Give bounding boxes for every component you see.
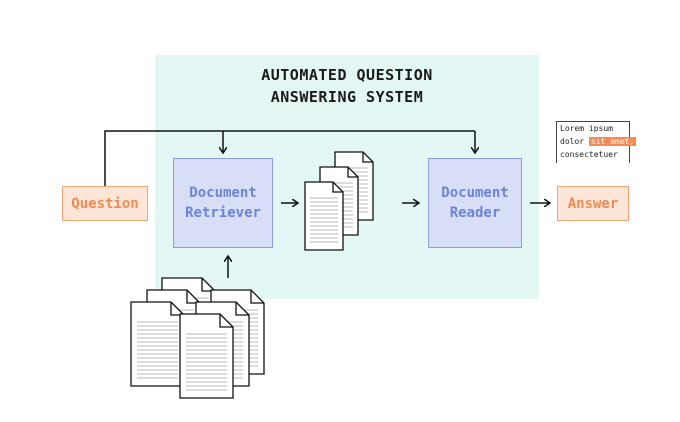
snippet-line-2: dolor sit amet, xyxy=(560,135,637,148)
reader-label-line-1: Document xyxy=(441,185,509,201)
question-node: Question xyxy=(62,186,148,221)
document-corpus-icon xyxy=(130,277,265,399)
retriever-label-line-1: Document xyxy=(189,185,257,201)
answer-label: Answer xyxy=(567,195,619,212)
retriever-label-line-2: Retriever xyxy=(185,205,261,221)
document-reader-node: Document Reader xyxy=(428,158,522,248)
answer-node: Answer xyxy=(557,186,629,221)
document-retriever-node: Document Retriever xyxy=(173,158,273,248)
retrieved-documents-icon xyxy=(304,151,374,251)
answer-snippet: Lorem ipsum dolor sit amet, consectetuer xyxy=(556,121,637,163)
title-line-2: ANSWERING SYSTEM xyxy=(270,88,424,106)
snippet-plain-text: dolor xyxy=(560,137,585,146)
question-label: Question xyxy=(71,195,139,212)
snippet-line-1: Lorem ipsum xyxy=(560,124,613,133)
snippet-highlight: sit amet, xyxy=(588,137,637,146)
reader-label-line-2: Reader xyxy=(449,205,501,221)
snippet-line-3: consectetuer xyxy=(560,150,618,159)
question-feed-line xyxy=(104,130,475,186)
diagram-title: AUTOMATED QUESTION ANSWERING SYSTEM xyxy=(155,64,539,108)
title-line-1: AUTOMATED QUESTION xyxy=(261,66,433,84)
